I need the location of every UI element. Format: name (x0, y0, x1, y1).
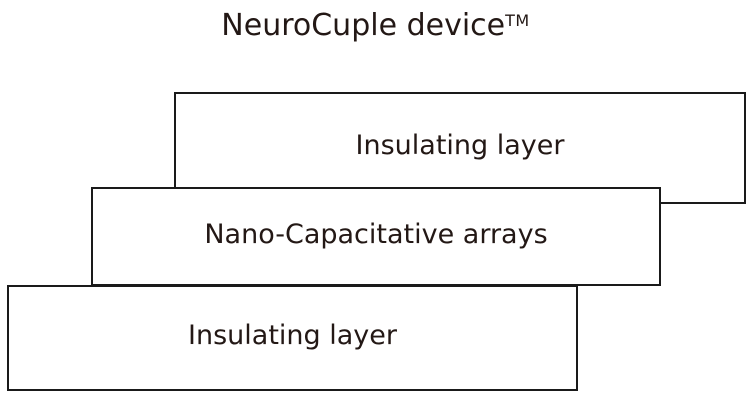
trademark-symbol: TM (505, 11, 530, 30)
page-title: NeuroCuple deviceTM (0, 2, 751, 45)
title-text: NeuroCuple device (221, 8, 506, 43)
layer-box-top-insulating: Insulating layer (174, 92, 746, 204)
layer-label: Insulating layer (355, 130, 565, 161)
layer-box-nano-capacitative-arrays: Nano-Capacitative arrays (91, 187, 661, 286)
layer-box-bottom-insulating: Insulating layer (7, 285, 578, 391)
layer-label: Nano-Capacitative arrays (204, 218, 548, 250)
layer-label: Insulating layer (188, 320, 397, 351)
